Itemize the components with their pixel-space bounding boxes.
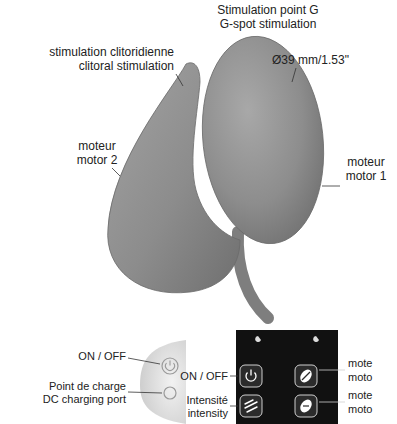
power-icon [169,361,170,366]
status-icon [313,336,319,342]
control-label: moto [348,371,372,384]
remote-button [240,395,262,417]
leader-line [128,358,160,364]
part-label: G-spot stimulation [220,18,317,31]
leader-line [319,402,345,403]
part-label: motor 1 [346,170,387,183]
control-label: mote [348,357,372,370]
motor-icon [298,367,314,384]
control-label: DC charging port [43,393,126,406]
control-label: mote [348,389,372,402]
power-button [162,358,178,374]
part-label: motor 2 [77,154,118,167]
remote-button [295,365,317,387]
motor-icon [298,397,314,414]
control-label: ON / OFF [180,370,228,383]
leader-line [128,392,162,393]
part-label: moteur [347,156,384,169]
device-side [140,340,186,424]
control-label: Point de charge [49,380,126,393]
stem [238,232,268,318]
control-label: moto [348,403,372,416]
charging-port [164,387,176,399]
leader-line [230,406,238,407]
leader-line [292,68,296,82]
status-icon [255,336,261,342]
motor-icon [303,405,309,406]
leader-line [230,376,238,377]
remote-button [240,365,262,387]
part-label: clitoral stimulation [79,60,174,73]
motor-icon [302,372,310,380]
leader-line [176,74,183,86]
control-label: ON / OFF [78,350,126,363]
part-label: stimulation clitoridienne [49,46,174,59]
part-label: moteur [78,140,115,153]
part-label: Stimulation point G [217,4,318,17]
remote-button [295,395,317,417]
dimension: Ø39 mm/1.53" [272,54,349,67]
remote-control [236,330,338,424]
leader-line [112,168,120,176]
control-label: intensity [188,407,228,420]
leader-line [319,370,345,371]
control-label: Intensité [186,394,228,407]
leader-line [322,186,340,187]
power-icon [250,370,251,376]
intensity-icon [245,400,257,412]
